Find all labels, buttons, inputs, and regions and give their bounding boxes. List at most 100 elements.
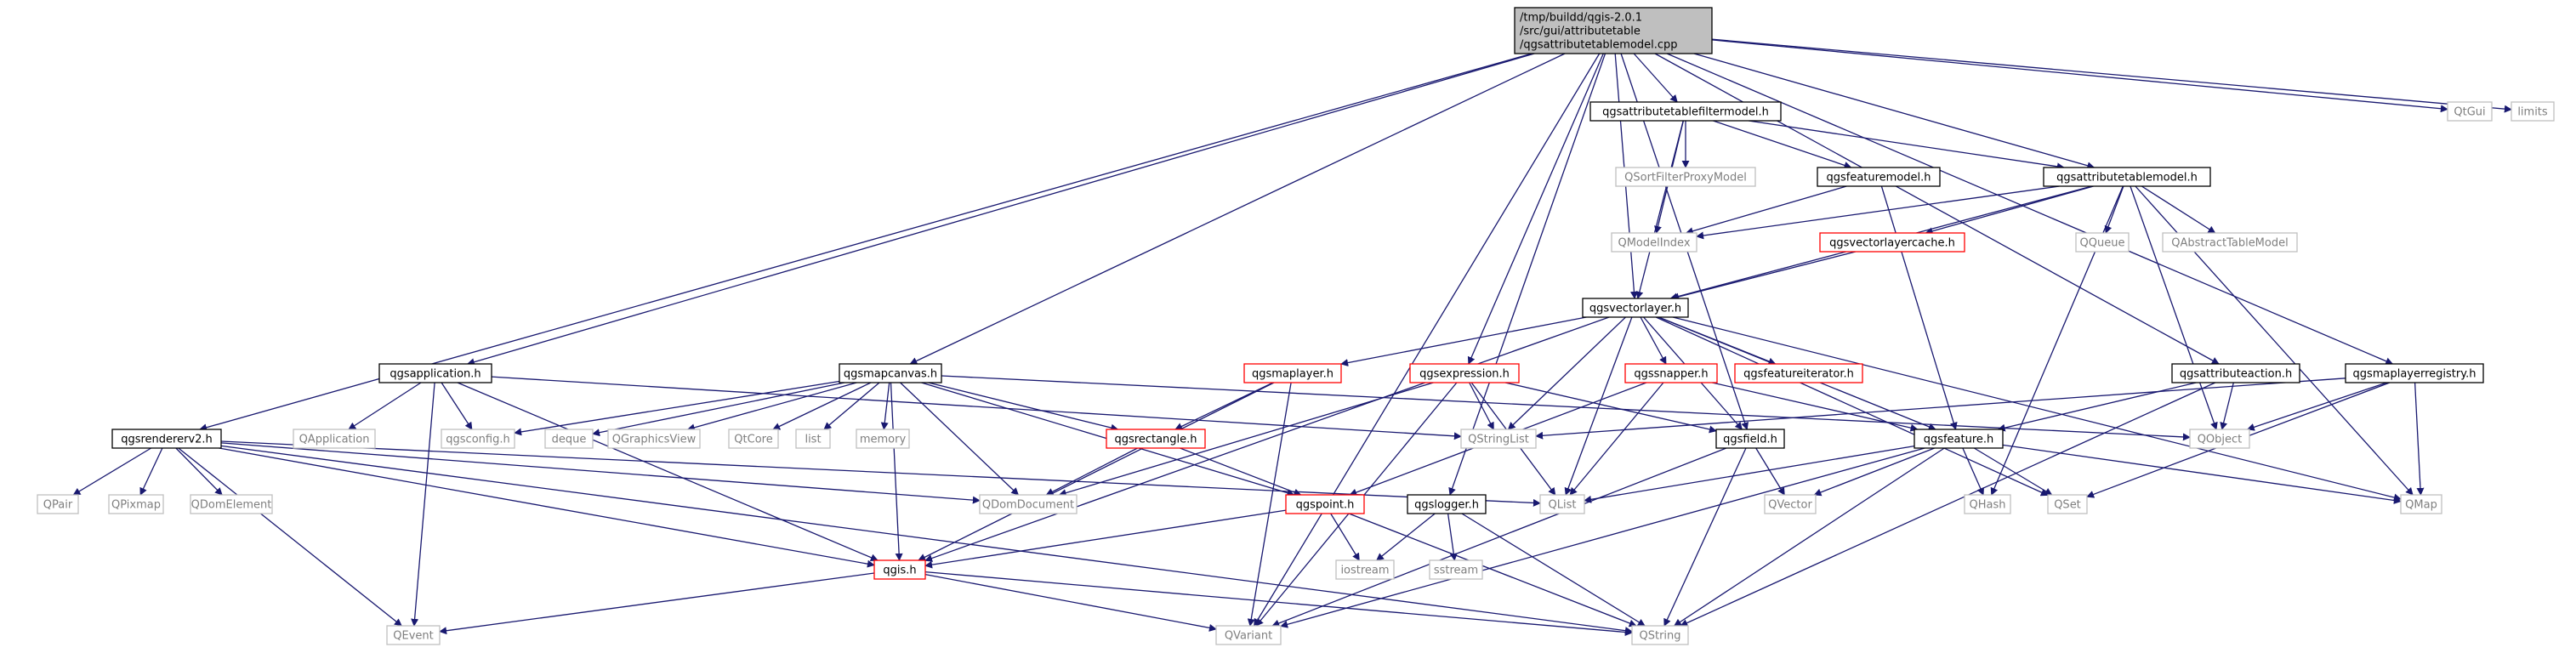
node-box — [2043, 167, 2211, 187]
node-label: QQueue — [2080, 237, 2125, 250]
node-label: /qgsattributetablemodel.cpp — [1520, 39, 1678, 52]
node-rectangle[interactable]: qgsrectangle.h — [1106, 429, 1206, 449]
node-label: qgsfield.h — [1723, 434, 1777, 446]
node-label: QSortFilterProxyModel — [1624, 172, 1747, 185]
node-box — [1819, 232, 1965, 253]
node-box — [2075, 232, 2130, 253]
node-qobject: QObject — [2189, 429, 2250, 449]
edge-feature-to-qstring — [1673, 447, 1945, 627]
node-label: qgsvectorlayercache.h — [1829, 237, 1955, 250]
edge-maplayer-to-rectangle — [1174, 382, 1274, 430]
node-qvariant: QVariant — [1215, 625, 1282, 645]
node-expression[interactable]: qgsexpression.h — [1409, 363, 1520, 383]
node-feature[interactable]: qgsfeature.h — [1914, 429, 2004, 449]
node-label: QObject — [2198, 434, 2243, 446]
node-featureiterator[interactable]: qgsfeatureiterator.h — [1734, 363, 1863, 383]
node-qvector: QVector — [1764, 494, 1817, 514]
node-box — [1407, 494, 1487, 514]
node-qgis[interactable]: qgis.h — [873, 559, 926, 580]
edge-mapcanvas-to-qobject — [941, 375, 2191, 441]
node-label: QEvent — [393, 630, 433, 643]
node-vectorlayer[interactable]: qgsvectorlayer.h — [1582, 298, 1689, 318]
edge-root-to-attributeaction — [1654, 53, 2220, 365]
node-label: qgsmapcanvas.h — [844, 368, 937, 381]
node-root[interactable]: /tmp/buildd/qgis-2.0.1/src/gui/attribute… — [1514, 7, 1713, 54]
node-mapcanvas[interactable]: qgsmapcanvas.h — [839, 363, 942, 383]
node-label: QApplication — [299, 434, 370, 446]
node-box — [1243, 363, 1342, 383]
node-label: deque — [552, 434, 587, 446]
edge-root-to-filtermodel — [1633, 53, 1678, 103]
node-attributeaction[interactable]: qgsattributeaction.h — [2171, 363, 2300, 383]
edge-rendererv2-to-qlist — [220, 440, 1541, 507]
node-box — [795, 429, 831, 449]
node-label: QStringList — [1468, 434, 1529, 446]
node-logger[interactable]: qgslogger.h — [1407, 494, 1487, 514]
node-box — [1734, 363, 1863, 383]
edge-rendererv2-to-qdomdocument — [220, 442, 981, 504]
node-rendererv2[interactable]: qgsrendererv2.h — [111, 429, 222, 449]
node-field[interactable]: qgsfield.h — [1715, 429, 1785, 449]
node-box — [1615, 167, 1756, 187]
node-box — [1539, 494, 1585, 514]
node-qdomdocument: QDomDocument — [979, 494, 1078, 514]
node-qpair: QPair — [37, 494, 79, 514]
edge-attributeaction-to-qstring — [1680, 382, 2216, 627]
node-qmodelindex: QModelIndex — [1611, 232, 1697, 253]
node-box — [1611, 232, 1697, 253]
node-label: QString — [1639, 630, 1680, 643]
node-box — [108, 494, 164, 514]
edge-rendererv2-to-qevent — [178, 447, 402, 627]
node-box — [386, 625, 441, 645]
node-label: qgslogger.h — [1414, 499, 1479, 512]
node-layer: /tmp/buildd/qgis-2.0.1/src/gui/attribute… — [37, 7, 2555, 645]
node-label: qgsattributeaction.h — [2180, 368, 2292, 381]
node-label: qgssnapper.h — [1634, 368, 1708, 381]
edge-root-to-tablemodel_h — [1693, 53, 2095, 170]
node-qapplication: QApplication — [293, 429, 376, 449]
node-application[interactable]: qgsapplication.h — [378, 363, 492, 383]
node-label: limits — [2517, 106, 2548, 119]
node-qdomelement: QDomElement — [190, 494, 273, 514]
node-label: QModelIndex — [1618, 237, 1690, 250]
node-label: qgsmaplayerregistry.h — [2353, 368, 2476, 381]
edge-registry-to-qstringlist — [1535, 378, 2346, 440]
edge-mapcanvas-to-qgis — [890, 382, 903, 561]
node-filtermodel[interactable]: qgsattributetablefiltermodel.h — [1589, 101, 1782, 122]
edge-mapcanvas-to-qgraphicsview — [686, 382, 857, 432]
node-point[interactable]: qgspoint.h — [1285, 494, 1365, 514]
edge-filtermodel-to-vectorlayer — [1635, 120, 1684, 299]
edge-expression-to-field — [1504, 382, 1717, 434]
node-label: QMap — [2405, 499, 2437, 512]
edge-attributeaction-to-feature — [1997, 382, 2197, 432]
node-box — [2345, 363, 2484, 383]
node-box — [856, 429, 910, 449]
node-snapper[interactable]: qgssnapper.h — [1624, 363, 1718, 383]
edge-tablemodel_h-to-qqueue — [2104, 185, 2124, 234]
node-box — [839, 363, 942, 383]
edge-application-to-qstringlist — [491, 376, 1462, 440]
node-box — [37, 494, 79, 514]
node-label: QPixmap — [111, 499, 161, 512]
edge-mapcanvas-to-deque — [592, 382, 845, 437]
edge-application-to-qgis — [457, 382, 879, 561]
node-registry[interactable]: qgsmaplayerregistry.h — [2345, 363, 2484, 383]
node-featuremodel[interactable]: qgsfeaturemodel.h — [1817, 167, 1941, 187]
edge-mapcanvas-to-memory — [880, 382, 890, 430]
node-sortfilter: QSortFilterProxyModel — [1615, 167, 1756, 187]
node-label: QSet — [2054, 499, 2081, 512]
node-label: /src/gui/attributetable — [1520, 26, 1641, 38]
node-label: QtCore — [734, 434, 772, 446]
node-label: list — [805, 434, 821, 446]
node-tablemodel_h[interactable]: qgsattributetablemodel.h — [2043, 167, 2211, 187]
node-qpixmap: QPixmap — [108, 494, 164, 514]
edge-tablemodel_h-to-qabstracttable — [2141, 185, 2216, 234]
node-label: qgsmaplayer.h — [1252, 368, 1333, 381]
node-label: qgsfeaturemodel.h — [1826, 172, 1931, 185]
node-box — [1817, 167, 1941, 187]
node-vlcache[interactable]: qgsvectorlayercache.h — [1819, 232, 1965, 253]
node-label: QHash — [1970, 499, 2006, 512]
edge-feature-to-qhash — [1962, 447, 1984, 496]
edge-qgis-to-qstring — [924, 571, 1633, 636]
node-maplayer[interactable]: qgsmaplayer.h — [1243, 363, 1342, 383]
